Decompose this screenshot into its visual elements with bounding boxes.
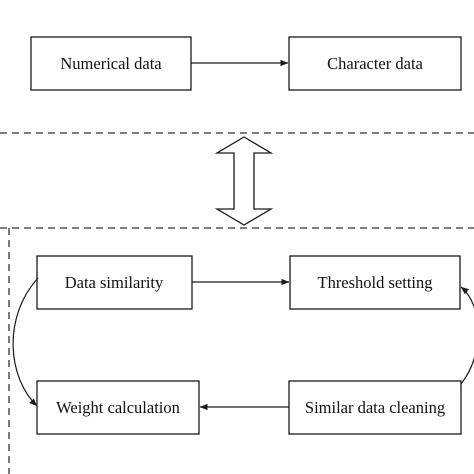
similar-data-cleaning-node: Similar data cleaning [288,380,462,435]
curve-arrow-similarity-to-weight [12,277,39,407]
dashed-frame-bottom [0,227,474,474]
threshold-setting-label: Threshold setting [317,273,432,292]
curve-arrow-cleaning-to-threshold [460,286,474,385]
character-data-node: Character data [288,36,462,91]
numerical-data-label: Numerical data [60,54,162,73]
weight-calculation-label: Weight calculation [56,398,180,417]
numerical-data-node: Numerical data [30,36,192,91]
character-data-label: Character data [327,54,423,73]
data-similarity-label: Data similarity [65,273,164,292]
threshold-setting-node: Threshold setting [289,255,461,310]
data-similarity-node: Data similarity [36,255,193,310]
similar-data-cleaning-label: Similar data cleaning [305,398,445,417]
bidirectional-arrow [214,136,274,226]
weight-calculation-node: Weight calculation [36,380,200,435]
